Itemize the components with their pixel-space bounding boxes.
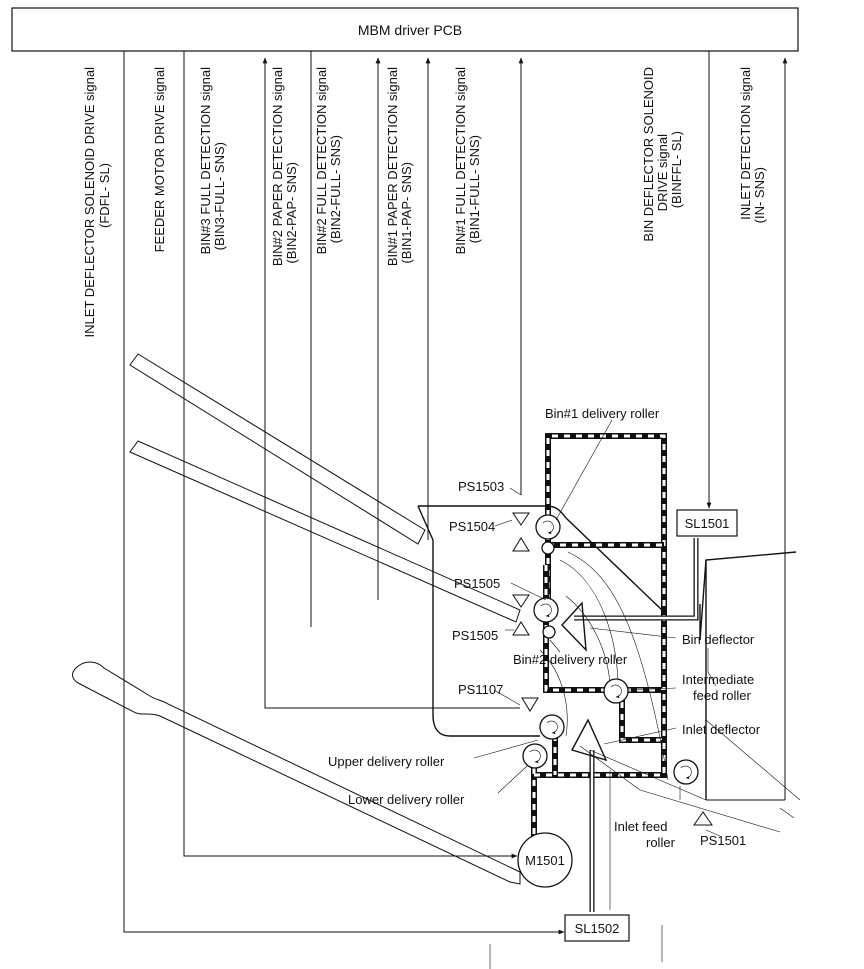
label-inlet-deflector: Inlet deflector xyxy=(682,722,761,737)
label-ps1107: PS1107 xyxy=(458,682,503,697)
lower-delivery-roller xyxy=(522,743,548,769)
label-bin1-delivery-roller: Bin#1 delivery roller xyxy=(545,406,660,421)
svg-text:BIN DEFLECTOR SOLENOID: BIN DEFLECTOR SOLENOID xyxy=(641,67,656,242)
svg-text:(BIN3-FULL- SNS): (BIN3-FULL- SNS) xyxy=(212,142,227,250)
sensors xyxy=(512,512,713,826)
signal-bin3-full: BIN#3 FULL DETECTION signal (BIN3-FULL- … xyxy=(198,67,227,254)
svg-text:(BIN2-FULL- SNS): (BIN2-FULL- SNS) xyxy=(328,135,343,243)
bin1-delivery-roller xyxy=(535,514,561,555)
label-ps1504: PS1504 xyxy=(449,519,495,534)
leader-lines xyxy=(473,419,721,837)
label-inlet-feed-2: roller xyxy=(646,835,676,850)
housing xyxy=(417,505,797,800)
paper-path xyxy=(531,433,667,848)
label-bin2-delivery-roller: Bin#2 delivery roller xyxy=(513,652,628,667)
label-bin-deflector: Bin deflector xyxy=(682,632,755,647)
label-upper-delivery-roller: Upper delivery roller xyxy=(328,754,445,769)
svg-text:(BIN1-FULL- SNS): (BIN1-FULL- SNS) xyxy=(467,135,482,243)
signal-bin1-paper: BIN#1 PAPER DETECTION signal (BIN1-PAP- … xyxy=(385,67,414,266)
deflectors xyxy=(561,601,608,762)
ps1501-sensor-icon xyxy=(693,811,713,826)
signal-bin2-paper: BIN#2 PAPER DETECTION signal (BIN2-PAP- … xyxy=(270,67,299,266)
rollers xyxy=(522,514,699,785)
bin-trays xyxy=(72,353,521,885)
bin2-delivery-roller xyxy=(533,597,559,639)
signal-labels: INLET DEFLECTOR SOLENOID DRIVE signal (F… xyxy=(82,67,767,338)
guide-curves xyxy=(539,551,801,833)
inlet-deflector xyxy=(570,718,608,762)
svg-text:FEEDER MOTOR DRIVE signal: FEEDER MOTOR DRIVE signal xyxy=(152,67,167,253)
solenoid-links xyxy=(574,538,699,912)
signal-bin1-full: BIN#1 FULL DETECTION signal (BIN1-FULL- … xyxy=(453,67,482,254)
svg-text:SL1502: SL1502 xyxy=(575,921,620,936)
sl1501-solenoid: SL1501 xyxy=(676,509,738,537)
svg-text:(BINFFL- SL): (BINFFL- SL) xyxy=(669,131,684,208)
svg-text:M1501: M1501 xyxy=(525,853,565,868)
signal-bin2-full: BIN#2 FULL DETECTION signal (BIN2-FULL- … xyxy=(314,67,343,254)
svg-text:BIN#2 FULL DETECTION signal: BIN#2 FULL DETECTION signal xyxy=(314,67,329,254)
inlet-feed-roller xyxy=(673,759,699,785)
bin-deflector xyxy=(561,601,587,652)
ps1107-sensor-icon xyxy=(521,697,539,712)
label-intermediate-1: Intermediate xyxy=(682,672,754,687)
sl1502-solenoid: SL1502 xyxy=(564,914,630,942)
mbm-driver-pcb: MBM driver PCB xyxy=(11,7,799,52)
svg-text:BIN#2 PAPER DETECTION signal: BIN#2 PAPER DETECTION signal xyxy=(270,67,285,266)
svg-text:(IN- SNS): (IN- SNS) xyxy=(752,167,767,223)
ps1504-sensor-icon xyxy=(512,512,530,526)
label-ps1503: PS1503 xyxy=(458,479,504,494)
label-ps1501: PS1501 xyxy=(700,833,746,848)
svg-text:BIN#3 FULL DETECTION signal: BIN#3 FULL DETECTION signal xyxy=(198,67,213,254)
label-intermediate-2: feed roller xyxy=(693,688,751,703)
signal-inlet-detection: INLET DETECTION signal (IN- SNS) xyxy=(738,67,767,223)
upper-delivery-roller xyxy=(539,714,565,740)
svg-text:(BIN1-PAP- SNS): (BIN1-PAP- SNS) xyxy=(399,162,414,264)
pcb-title: MBM driver PCB xyxy=(358,22,462,38)
svg-text:(FDFL- SL): (FDFL- SL) xyxy=(97,163,112,228)
label-lower-delivery-roller: Lower delivery roller xyxy=(348,792,465,807)
label-inlet-feed-1: Inlet feed xyxy=(614,819,668,834)
svg-text:(BIN2-PAP- SNS): (BIN2-PAP- SNS) xyxy=(284,162,299,264)
signal-wires xyxy=(123,51,788,935)
svg-text:INLET DETECTION signal: INLET DETECTION signal xyxy=(738,67,753,220)
svg-text:BIN#1 PAPER DETECTION signal: BIN#1 PAPER DETECTION signal xyxy=(385,67,400,266)
ps1503-sensor-icon xyxy=(512,537,530,552)
m1501-motor: M1501 xyxy=(517,832,573,888)
label-ps1505-upper: PS1505 xyxy=(454,576,500,591)
svg-text:BIN#1 FULL DETECTION signal: BIN#1 FULL DETECTION signal xyxy=(453,67,468,254)
signal-bin-deflector-solenoid: BIN DEFLECTOR SOLENOID DRIVE signal (BIN… xyxy=(641,67,684,242)
ps1505-lower-sensor-icon xyxy=(512,621,530,636)
ps1505-upper-sensor-icon xyxy=(512,594,530,608)
label-ps1505-lower: PS1505 xyxy=(452,628,498,643)
svg-text:SL1501: SL1501 xyxy=(685,516,730,531)
intermediate-feed-roller xyxy=(603,678,629,704)
svg-text:INLET DEFLECTOR SOLENOID DRIVE: INLET DEFLECTOR SOLENOID DRIVE signal xyxy=(82,67,97,338)
svg-text:DRIVE signal: DRIVE signal xyxy=(655,134,670,211)
signal-fdfl-sl: INLET DEFLECTOR SOLENOID DRIVE signal (F… xyxy=(82,67,112,338)
component-labels: Bin#1 delivery roller PS1503 PS1504 PS15… xyxy=(328,406,761,850)
signal-feeder-motor: FEEDER MOTOR DRIVE signal xyxy=(152,67,167,253)
